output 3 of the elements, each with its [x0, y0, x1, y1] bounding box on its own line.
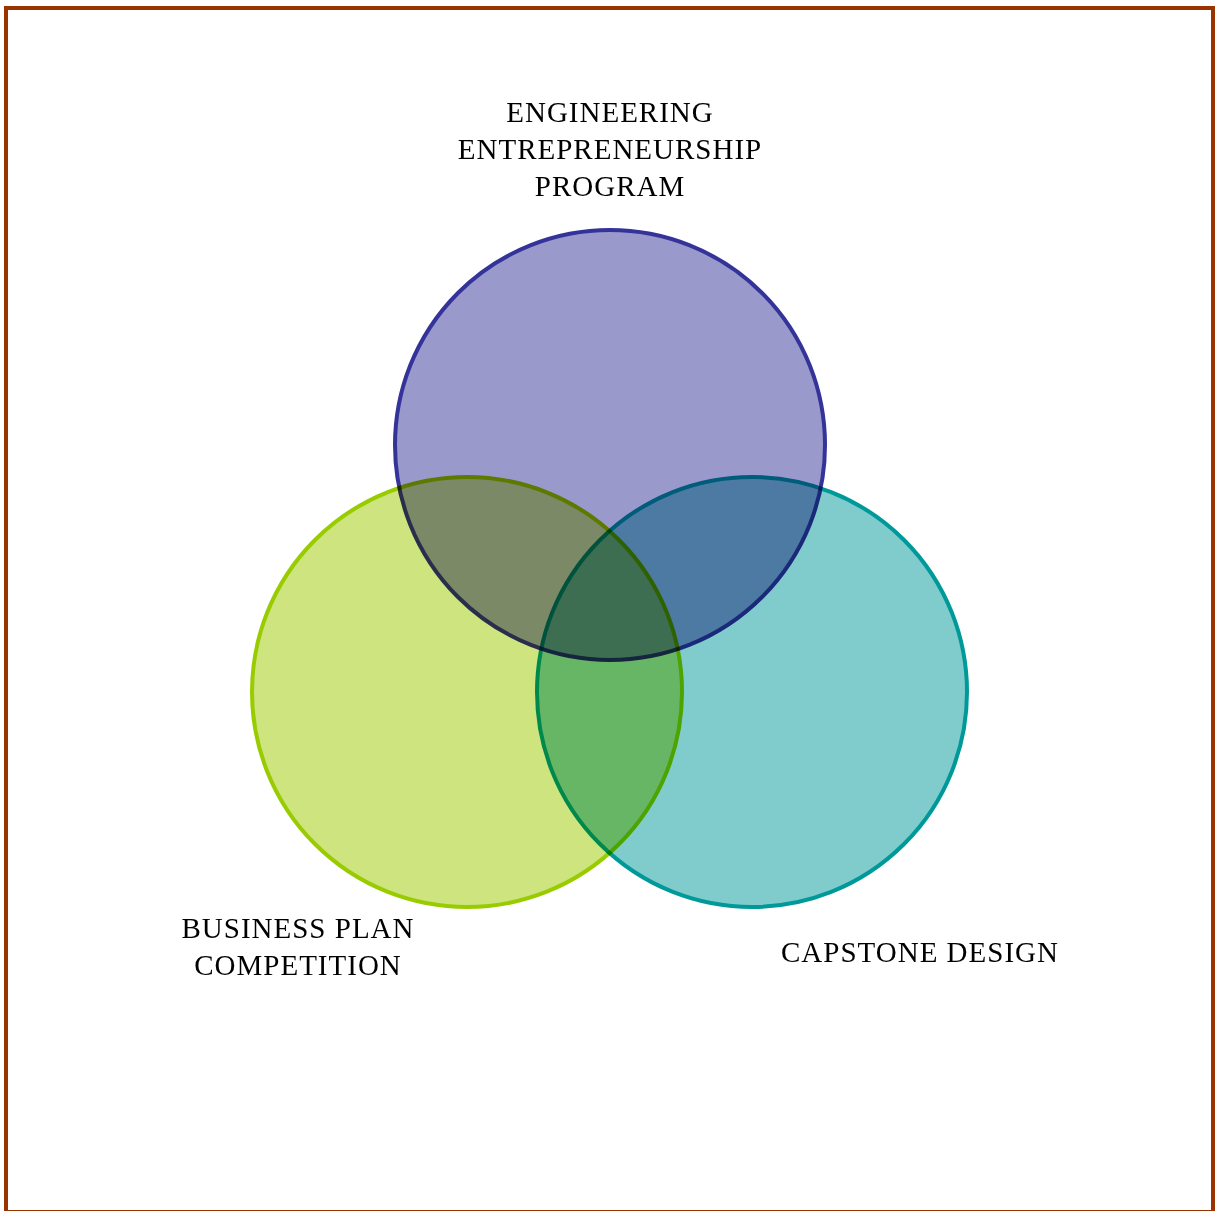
circle-label: CAPSTONE DESIGN: [780, 935, 1060, 970]
circle-label: ENGINEERING ENTREPRENEURSHIP PROGRAM: [456, 95, 764, 204]
circle-label: BUSINESS PLAN COMPETITION: [180, 911, 416, 983]
